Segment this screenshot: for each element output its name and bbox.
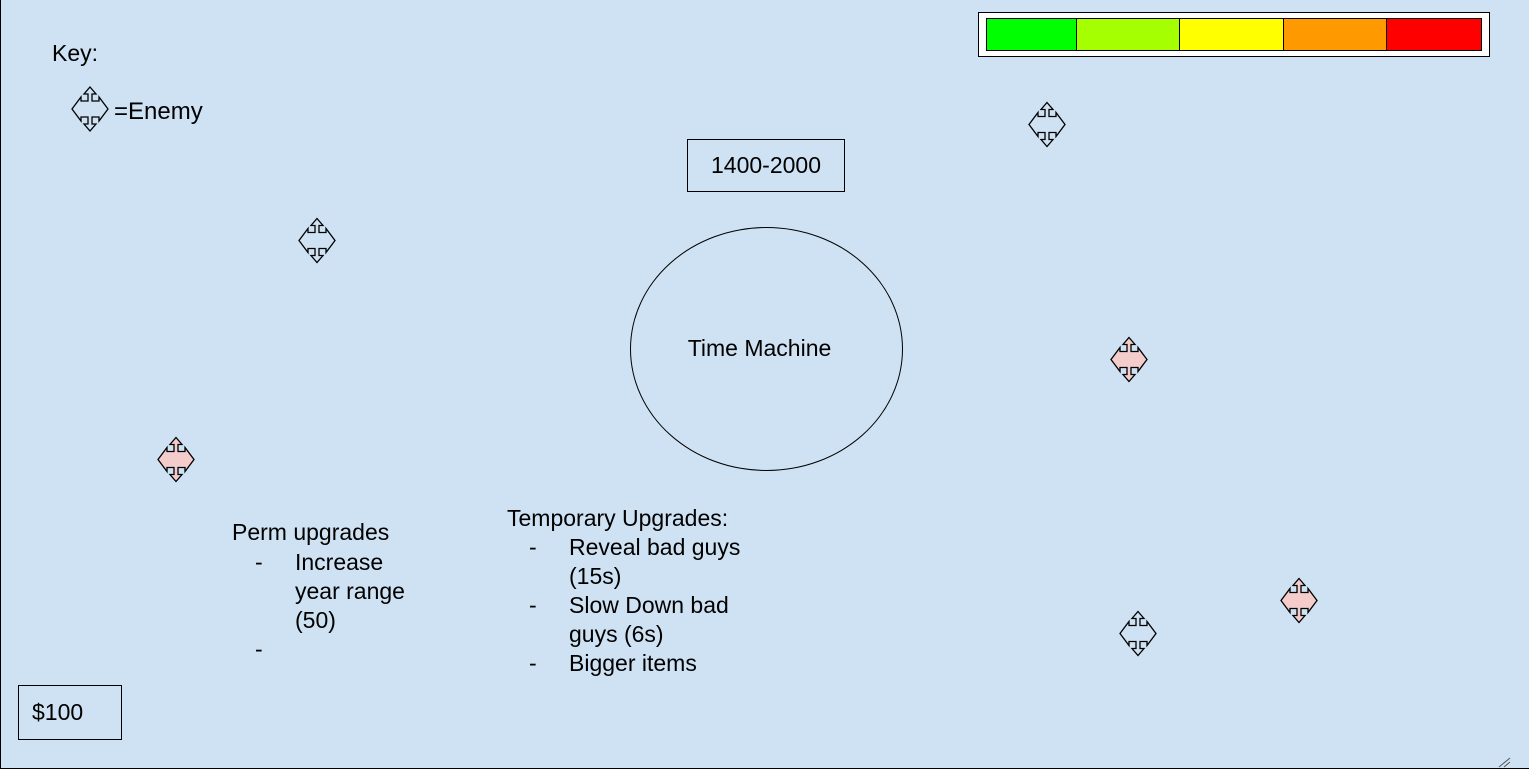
list-dash: - bbox=[255, 636, 263, 662]
list-dash: - bbox=[529, 534, 537, 560]
time-machine-label: Time Machine bbox=[687, 334, 832, 361]
perm-upgrades-list: - Increase year range (50) - bbox=[255, 548, 430, 664]
list-dash: - bbox=[255, 549, 263, 575]
year-range-box: 1400-2000 bbox=[687, 139, 845, 192]
key-enemy-icon bbox=[71, 86, 109, 132]
temp-upgrades-title: Temporary Upgrades: bbox=[507, 505, 729, 531]
threat-meter-bar bbox=[986, 18, 1482, 51]
money-box: $100 bbox=[18, 685, 122, 740]
temp-upgrade-text: Reveal bad guys (15s) bbox=[569, 534, 741, 589]
perm-upgrades-title: Perm upgrades bbox=[232, 519, 390, 545]
meter-segment-1 bbox=[987, 19, 1077, 50]
enemy-icon[interactable] bbox=[1119, 610, 1157, 657]
perm-upgrade-text: Increase year range (50) bbox=[295, 549, 405, 633]
key-enemy-label: =Enemy bbox=[114, 98, 203, 125]
list-dash: - bbox=[529, 650, 537, 676]
money-amount: $100 bbox=[32, 699, 84, 725]
meter-segment-2 bbox=[1077, 19, 1180, 50]
temp-upgrade-text: Slow Down bad guys (6s) bbox=[569, 592, 729, 647]
resize-grip-icon[interactable] bbox=[1497, 756, 1511, 768]
meter-segment-3 bbox=[1180, 19, 1284, 50]
perm-upgrade-item[interactable]: - bbox=[255, 635, 430, 664]
year-range-text: 1400-2000 bbox=[711, 152, 821, 178]
temp-upgrade-item[interactable]: - Slow Down bad guys (6s) bbox=[529, 591, 759, 649]
temp-upgrade-text: Bigger items bbox=[569, 650, 697, 676]
perm-upgrade-item[interactable]: - Increase year range (50) bbox=[255, 548, 430, 635]
enemy-icon[interactable] bbox=[157, 436, 195, 483]
perm-upgrade-text bbox=[295, 635, 430, 664]
meter-segment-4 bbox=[1284, 19, 1387, 50]
enemy-icon[interactable] bbox=[1028, 101, 1066, 148]
temp-upgrades-list: - Reveal bad guys (15s) - Slow Down bad … bbox=[529, 533, 759, 678]
time-machine[interactable]: Time Machine bbox=[630, 227, 903, 471]
temp-upgrade-item[interactable]: - Reveal bad guys (15s) bbox=[529, 533, 759, 591]
enemy-icon[interactable] bbox=[1280, 577, 1318, 624]
threat-meter bbox=[978, 12, 1490, 57]
temp-upgrade-item[interactable]: - Bigger items bbox=[529, 649, 759, 678]
key-title: Key: bbox=[52, 40, 99, 66]
meter-segment-5 bbox=[1387, 19, 1481, 50]
enemy-icon[interactable] bbox=[298, 217, 336, 264]
enemy-icon[interactable] bbox=[1110, 336, 1148, 383]
list-dash: - bbox=[529, 592, 537, 618]
